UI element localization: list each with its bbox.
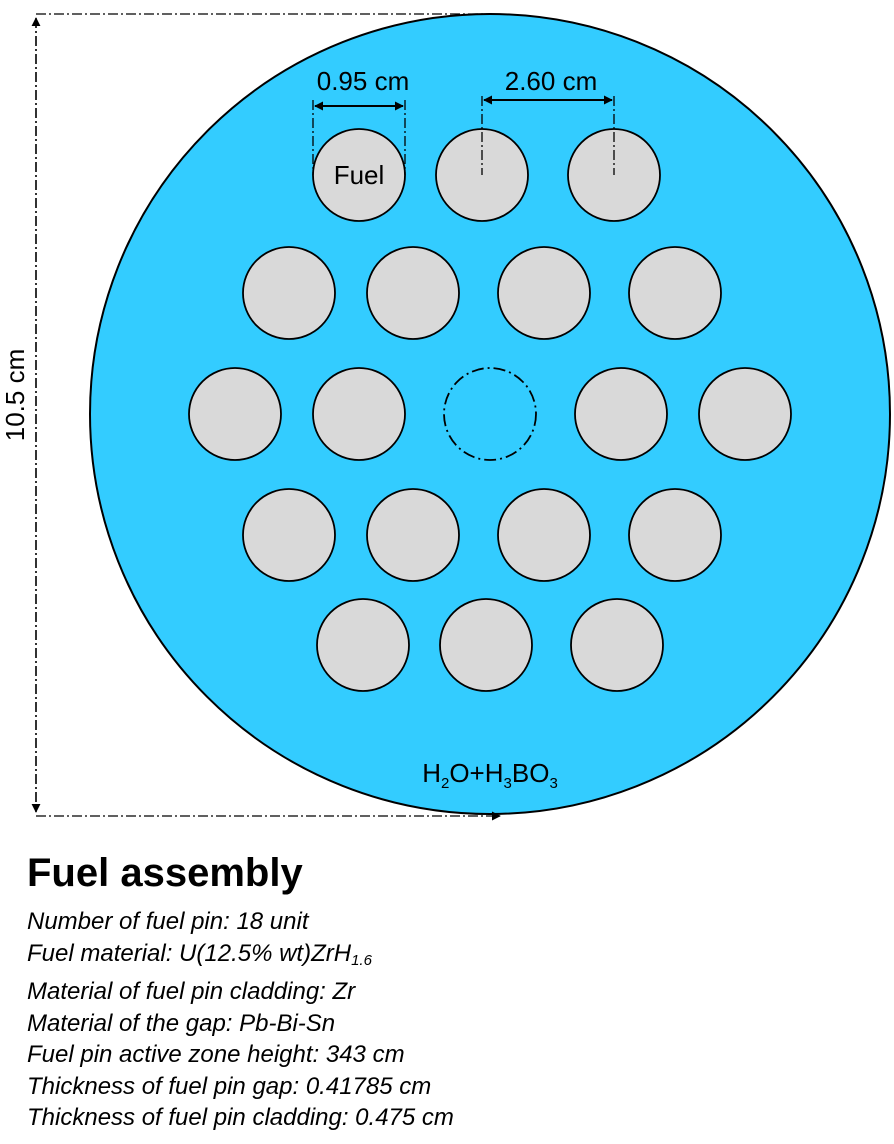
fuel-pin: [312, 367, 406, 461]
fuel-pin: [242, 246, 336, 340]
fuel-pin: [628, 488, 722, 582]
info-active-height: Fuel pin active zone height: 343 cm: [27, 1041, 405, 1068]
fuel-pin: [574, 367, 668, 461]
fuel-pin: [628, 246, 722, 340]
fuel-pin: [439, 598, 533, 692]
pin-diameter-dimension: [312, 100, 406, 175]
info-title: Fuel assembly: [27, 851, 303, 895]
fuel-pin: [188, 367, 282, 461]
fuel-pin: [316, 598, 410, 692]
assembly-height-dimension: [31, 13, 501, 821]
pin-diameter-label: 0.95 cm: [317, 66, 410, 96]
fuel-pin-group: [188, 128, 792, 692]
info-cladding-thickness: Thickness of fuel pin cladding: 0.475 cm: [27, 1104, 454, 1131]
info-cladding-material: Material of fuel pin cladding: Zr: [27, 978, 356, 1005]
info-fuel-material: Fuel material: U(12.5% wt)ZrH1.6: [27, 939, 372, 969]
pin-pitch-dimension: [481, 95, 615, 175]
fuel-pin: [570, 598, 664, 692]
coolant-disc: [89, 13, 891, 815]
fuel-pin: [497, 246, 591, 340]
coolant-label: H2O+H3BO3: [422, 758, 558, 792]
info-gap-thickness: Thickness of fuel pin gap: 0.41785 cm: [27, 1072, 432, 1100]
info-gap-material: Material of the gap: Pb-Bi-Sn: [27, 1009, 336, 1037]
fuel-assembly-diagram: Fuel 0.95 cm 2.60 cm 10.5 cm H2O+H3BO3: [0, 13, 891, 821]
fuel-pin: [698, 367, 792, 461]
fuel-pin: [497, 488, 591, 582]
pin-pitch-label: 2.60 cm: [505, 66, 598, 96]
info-number-of-pins: Number of fuel pin: 18 unit: [27, 908, 309, 935]
fuel-pin: [366, 488, 460, 582]
central-empty-position: [443, 367, 537, 461]
fuel-pin-label: Fuel: [334, 160, 385, 190]
assembly-info-panel: Fuel assembly Number of fuel pin: 18 uni…: [27, 848, 867, 1134]
assembly-height-label: 10.5 cm: [0, 349, 30, 442]
fuel-pin: [242, 488, 336, 582]
fuel-pin: [366, 246, 460, 340]
